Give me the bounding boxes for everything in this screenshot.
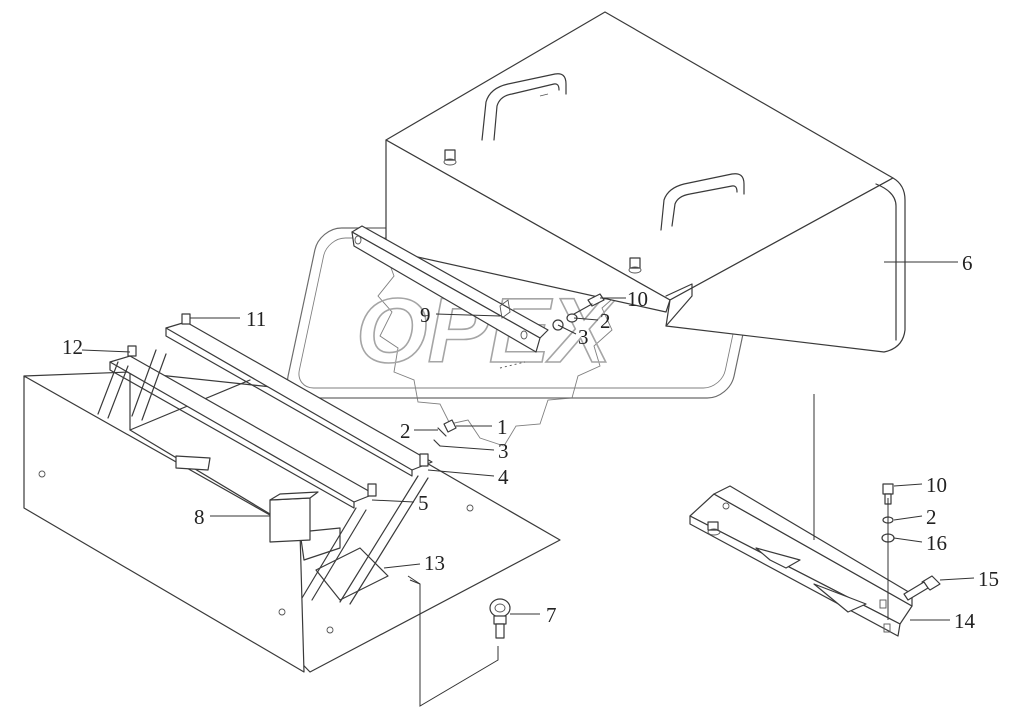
callout-2: 2 <box>600 309 611 333</box>
callout-10: 10 <box>627 287 648 311</box>
cover-bolt-mid <box>628 257 642 274</box>
callout-15: 15 <box>978 567 999 591</box>
callout-2: 2 <box>926 505 937 529</box>
callout-4: 4 <box>498 465 509 489</box>
assembly-lines <box>407 93 889 707</box>
callout-leaders <box>81 261 975 621</box>
strut-legs <box>97 349 429 605</box>
callout-5: 5 <box>418 491 429 515</box>
callout-1: 1 <box>497 415 508 439</box>
callout-labels: 6 10 9 2 3 11 12 1 2 3 4 5 8 13 7 10 2 1… <box>62 251 999 633</box>
hardware-middle <box>433 419 457 447</box>
callout-7: 7 <box>546 603 557 627</box>
strut-rod-12 <box>109 345 377 509</box>
cover-box <box>385 11 906 353</box>
callout-11: 11 <box>246 307 266 331</box>
callout-12: 12 <box>62 335 83 359</box>
eye-bolt <box>489 598 511 639</box>
callout-16: 16 <box>926 531 947 555</box>
callout-3: 3 <box>498 439 509 463</box>
callout-9: 9 <box>420 303 431 327</box>
callout-8: 8 <box>194 505 205 529</box>
callout-6: 6 <box>962 251 973 275</box>
callout-13: 13 <box>424 551 445 575</box>
bracket-bar <box>351 225 549 353</box>
side-bracket <box>689 485 913 637</box>
callout-3: 3 <box>578 325 589 349</box>
strut-rod-11 <box>165 313 433 477</box>
callout-14: 14 <box>954 609 976 633</box>
base-frame <box>23 371 561 673</box>
callout-2: 2 <box>400 419 411 443</box>
cover-bolt-top <box>443 149 457 166</box>
callout-10: 10 <box>926 473 947 497</box>
